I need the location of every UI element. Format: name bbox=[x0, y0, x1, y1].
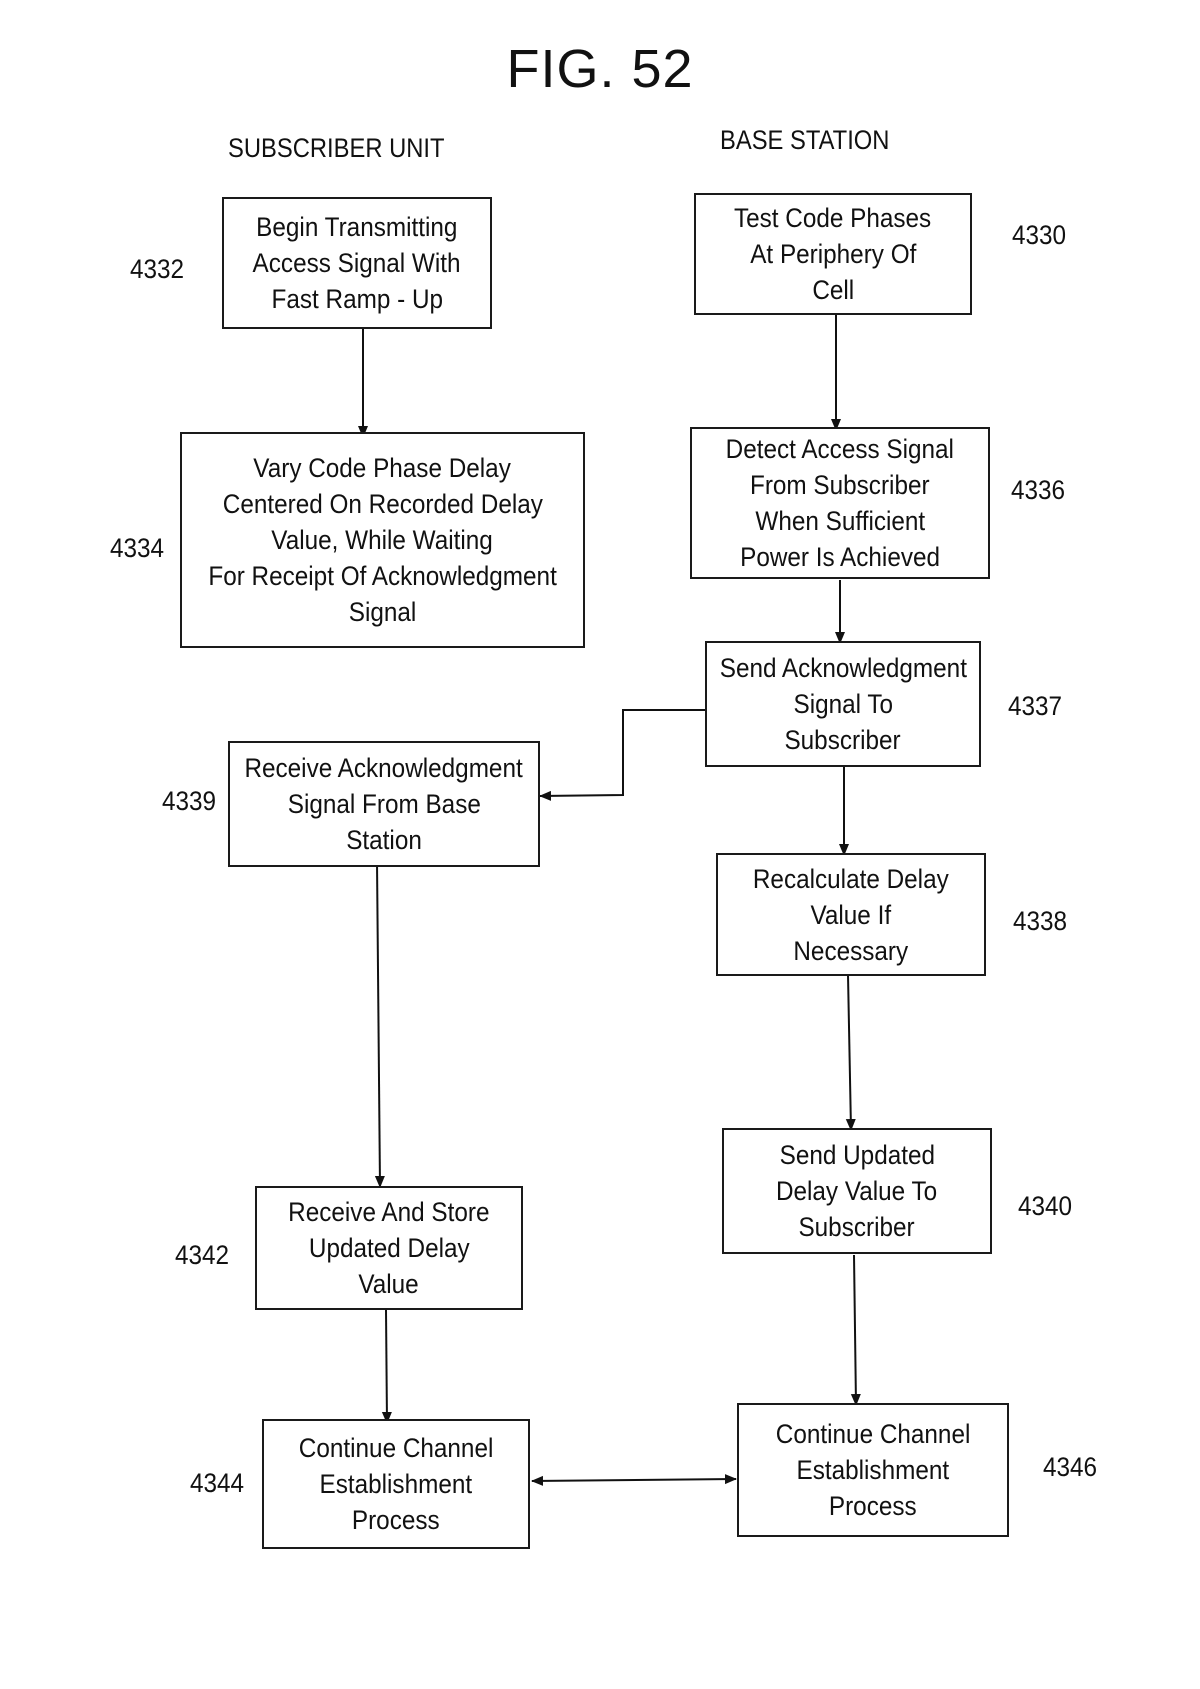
ref-number-4338: 4338 bbox=[1013, 906, 1068, 936]
arrow-4339-to-4342 bbox=[374, 861, 385, 1188]
arrow-4342-to-4344 bbox=[381, 1309, 392, 1424]
step-text-line: Access Signal With bbox=[253, 248, 461, 278]
step-text-line: Continue Channel bbox=[775, 1419, 971, 1449]
step-text-line: Send Updated bbox=[779, 1140, 935, 1170]
step-text-line: Continue Channel bbox=[298, 1433, 494, 1463]
step-box-4346: Continue Channel Establishment Process bbox=[737, 1403, 1009, 1537]
step-text-line: Send Acknowledgment bbox=[719, 653, 967, 683]
step-text-line: From Subscriber bbox=[750, 470, 930, 500]
ref-number-4346: 4346 bbox=[1043, 1452, 1098, 1482]
step-text-line: Establishment bbox=[796, 1455, 950, 1485]
step-text-line: Signal bbox=[348, 597, 417, 627]
ref-number-4336: 4336 bbox=[1011, 475, 1066, 505]
ref-number-4334: 4334 bbox=[110, 533, 165, 563]
step-text-line: Power Is Achieved bbox=[740, 542, 940, 572]
step-text-line: Test Code Phases bbox=[734, 203, 932, 233]
step-text-line: Station bbox=[346, 825, 422, 855]
step-text-line: Delay Value To bbox=[776, 1176, 938, 1206]
step-text-line: Receive And Store bbox=[288, 1197, 490, 1227]
step-box-4344: Continue Channel Establishment Process bbox=[262, 1419, 530, 1549]
step-box-4334: Vary Code Phase Delay Centered On Record… bbox=[180, 432, 585, 648]
step-text-line: Centered On Recorded Delay bbox=[222, 489, 543, 519]
column-header-base-station: BASE STATION bbox=[720, 125, 890, 155]
ref-number-4332: 4332 bbox=[130, 254, 185, 284]
step-text-line: Cell bbox=[812, 275, 854, 305]
figure-title: FIG. 52 bbox=[506, 39, 694, 99]
step-text-line: Detect Access Signal bbox=[725, 434, 955, 464]
step-text-line: Establishment bbox=[319, 1469, 473, 1499]
ref-number-4342: 4342 bbox=[175, 1240, 230, 1270]
arrow-4344-to-4346-bidirectional bbox=[531, 1474, 737, 1486]
step-text-line: Fast Ramp - Up bbox=[271, 284, 443, 314]
step-box-4340: Send Updated Delay Value To Subscriber bbox=[722, 1128, 992, 1254]
step-box-4332: Begin Transmitting Access Signal With Fa… bbox=[222, 197, 492, 329]
step-text-line: Value If bbox=[810, 899, 892, 930]
step-text-line: Value, While Waiting bbox=[271, 525, 494, 555]
step-box-4337: Send Acknowledgment Signal To Subscriber bbox=[705, 641, 981, 767]
step-text-line: Signal To bbox=[793, 689, 893, 719]
step-text-line: Process bbox=[352, 1505, 440, 1535]
step-box-4339: Receive Acknowledgment Signal From Base … bbox=[228, 741, 540, 867]
ref-number-4330: 4330 bbox=[1012, 220, 1067, 250]
step-text-line: Process bbox=[829, 1491, 917, 1521]
arrow-4338-to-4340 bbox=[845, 974, 856, 1131]
step-text-line: At Periphery Of bbox=[749, 239, 917, 269]
step-text-line: Signal From Base bbox=[287, 789, 481, 819]
step-text-line: Vary Code Phase Delay bbox=[253, 453, 512, 483]
step-text-line: Recalculate Delay bbox=[753, 863, 949, 894]
step-text-line: Subscriber bbox=[784, 725, 902, 755]
column-header-subscriber-unit: SUBSCRIBER UNIT bbox=[228, 133, 445, 163]
step-text-line: For Receipt Of Acknowledgment bbox=[208, 561, 557, 591]
ref-number-4337: 4337 bbox=[1008, 691, 1063, 721]
step-text-line: Updated Delay bbox=[308, 1233, 470, 1263]
step-box-4336: Detect Access Signal From Subscriber Whe… bbox=[690, 427, 990, 579]
step-text-line: Receive Acknowledgment bbox=[244, 753, 524, 783]
step-text-line: When Sufficient bbox=[755, 506, 925, 536]
step-box-4342: Receive And Store Updated Delay Value bbox=[255, 1186, 523, 1310]
step-text-line: Value bbox=[358, 1269, 420, 1299]
step-text-line: Subscriber bbox=[798, 1212, 916, 1242]
arrow-4340-to-4346 bbox=[850, 1254, 861, 1406]
ref-number-4340: 4340 bbox=[1018, 1191, 1073, 1221]
step-text-line: Begin Transmitting bbox=[256, 212, 458, 242]
arrow-4337-to-4339 bbox=[539, 709, 706, 801]
step-box-4338: Recalculate Delay Value If Necessary bbox=[716, 853, 986, 976]
ref-number-4344: 4344 bbox=[190, 1468, 245, 1498]
ref-number-4339: 4339 bbox=[162, 786, 217, 816]
step-box-4330: Test Code Phases At Periphery Of Cell bbox=[694, 193, 972, 315]
step-text-line: Necessary bbox=[793, 935, 909, 966]
